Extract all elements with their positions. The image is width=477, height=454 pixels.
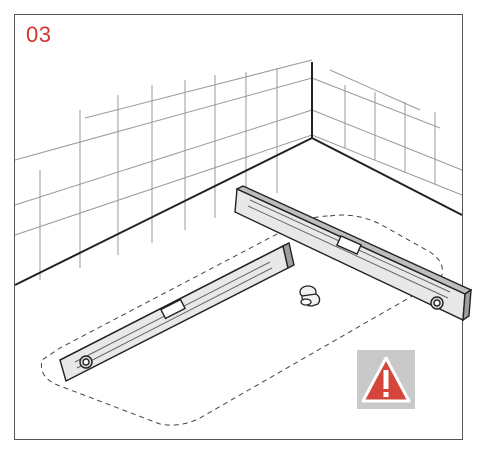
- tile-wall-left: [14, 59, 313, 280]
- step-number: 03: [26, 22, 52, 47]
- spirit-level-front: [59, 241, 295, 383]
- drain-fitting: [299, 285, 321, 307]
- tile-wall-right: [311, 69, 463, 196]
- spirit-level-back: [234, 185, 473, 322]
- warning-sign: [357, 350, 415, 409]
- room-corner: [14, 62, 463, 286]
